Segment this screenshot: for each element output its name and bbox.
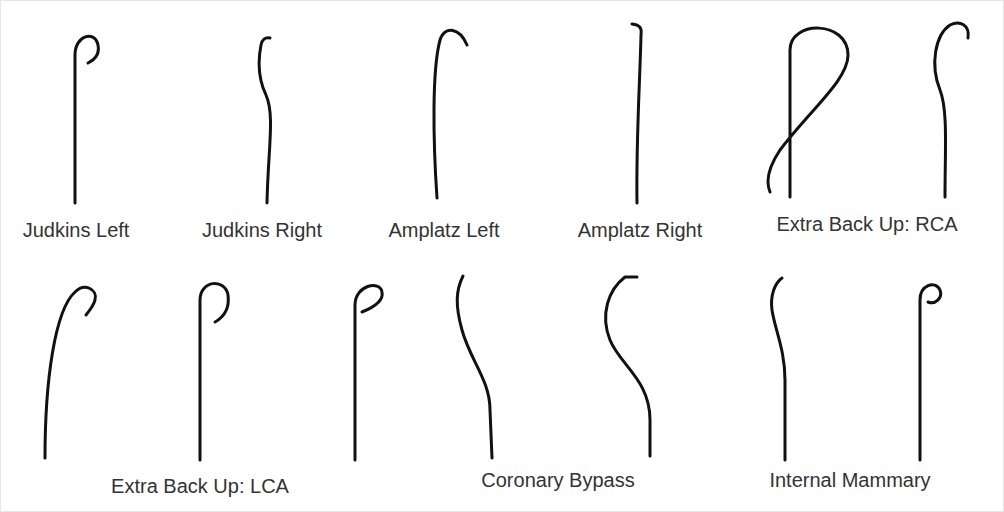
- ebu-rca-catheter: [768, 28, 848, 197]
- amplatz-right-catheter: [632, 24, 641, 203]
- internal-mammary-catheter: [772, 278, 785, 460]
- ebu-rca-catheter: [935, 23, 968, 197]
- catheter-name: Amplatz Left: [388, 218, 499, 242]
- ebu-lca-catheter: [200, 284, 228, 460]
- catheter-name: Extra Back Up: RCA: [776, 212, 957, 236]
- catheter-name: Extra Back Up: LCA: [111, 474, 289, 498]
- internal-mammary-catheter: [920, 285, 941, 460]
- judkins-right-catheter: [259, 38, 270, 203]
- judkins-left-catheter: [75, 36, 98, 203]
- coronary-bypass-catheter: [606, 277, 650, 456]
- ebu-lca-catheter: [355, 286, 382, 460]
- catheter-name: Judkins Left: [23, 218, 130, 242]
- catheter-name: Judkins Right: [202, 218, 322, 242]
- catheter-name: Coronary Bypass: [481, 468, 634, 492]
- amplatz-left-catheter: [434, 30, 467, 198]
- catheter-name: Internal Mammary: [769, 468, 930, 492]
- catheter-name: Amplatz Right: [578, 218, 703, 242]
- ebu-lca-catheter: [45, 287, 95, 458]
- coronary-bypass-catheter: [457, 276, 492, 458]
